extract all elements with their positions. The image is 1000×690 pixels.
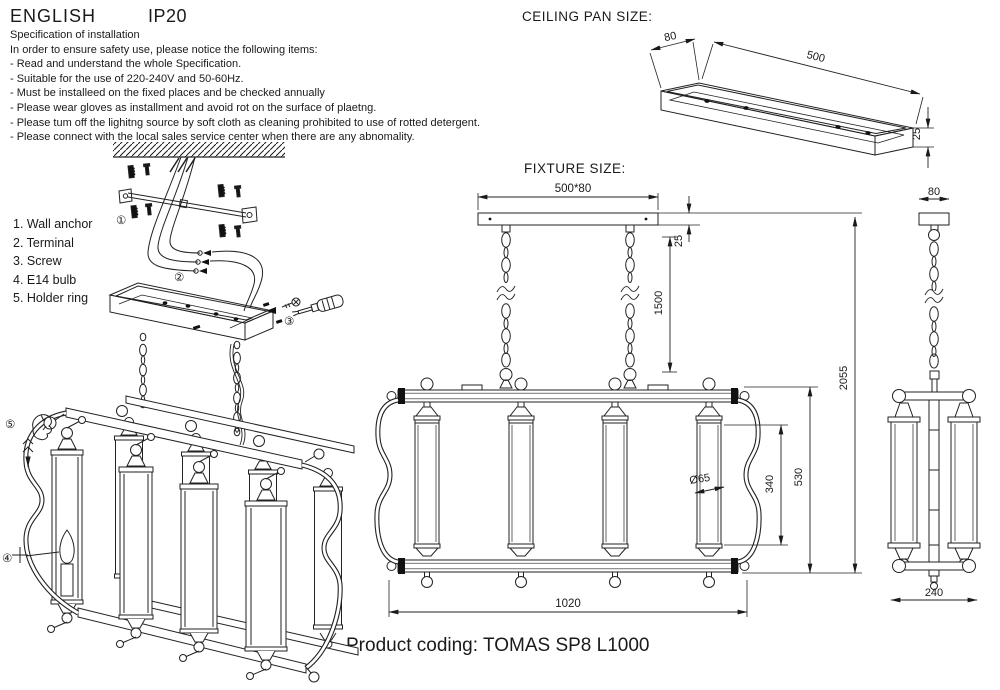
dim-shade-height: 340 <box>764 475 776 493</box>
screwdriver-icon <box>292 294 344 317</box>
parts-list: 1. Wall anchor 2. Terminal 3. Screw 4. E… <box>13 215 92 308</box>
specification-block: Specification of installation In order t… <box>10 28 570 145</box>
dim-plate-size: 500*80 <box>555 183 591 195</box>
suspension-chain-left <box>139 332 147 409</box>
dim-pan-height: 25 <box>911 128 923 140</box>
callout-screw: ③ <box>284 314 294 328</box>
spec-item: - Please wear gloves as installment and … <box>10 101 377 114</box>
ip-rating-label: IP20 <box>148 6 188 26</box>
ceiling-pan-title: CEILING PAN SIZE: <box>522 9 653 24</box>
e14-bulb-drawing <box>59 529 75 564</box>
front-bottom-rail <box>386 558 750 574</box>
suspension-chain-right <box>229 340 246 446</box>
twist-arrow-icon <box>22 438 34 468</box>
front-chain-left <box>496 232 516 389</box>
mains-wires <box>147 156 201 272</box>
front-chain-right <box>620 232 640 389</box>
fixture-size-title: FIXTURE SIZE: <box>524 161 626 176</box>
screw-icon <box>281 297 301 309</box>
callout-wall-anchor: ① <box>116 213 126 227</box>
mounting-bracket <box>118 188 258 224</box>
dim-side-width: 80 <box>928 186 940 198</box>
spec-item: - Read and understand the whole Specific… <box>10 58 242 71</box>
front-view-dimensions: 500*80 25 1500 2055 530 340 <box>388 183 862 617</box>
product-coding: Product coding: TOMAS SP8 L1000 <box>346 635 650 656</box>
insertion-arrow <box>266 307 276 314</box>
part-item-e14-bulb: 4. E14 bulb <box>13 272 77 287</box>
callout-holder-ring: ⑤ <box>5 417 15 431</box>
side-chain <box>924 241 944 369</box>
front-top-rail <box>386 384 750 404</box>
exploded-installation-view: ① ② ③ <box>108 142 344 446</box>
dim-pan-length: 500 <box>805 49 826 65</box>
side-bracket-left <box>23 410 80 616</box>
callout-terminal: ② <box>174 270 184 284</box>
dim-chain-length: 1500 <box>653 291 665 315</box>
ceiling-pan-drawing: 80 500 25 <box>649 30 934 168</box>
front-shade-columns <box>413 377 723 588</box>
fixture-side-view: 80 <box>887 186 981 603</box>
callout-e14-bulb-leader <box>12 547 60 563</box>
front-shades <box>47 416 288 680</box>
spec-intro: In order to ensure safety use, please no… <box>10 43 318 56</box>
side-bracket-right <box>301 448 343 683</box>
spec-item: - Suitable for the use of 220-240V and 5… <box>10 72 244 85</box>
dim-side-depth: 240 <box>925 587 943 599</box>
dim-body-height: 530 <box>793 468 805 486</box>
language-label: ENGLISH <box>10 6 97 26</box>
part-item-screw: 3. Screw <box>13 254 62 269</box>
dim-overall-height: 2055 <box>838 366 850 390</box>
terminal-connectors <box>193 250 264 312</box>
front-bracket-right <box>737 397 762 565</box>
hand-icon <box>32 414 52 441</box>
spec-item: - Must be installeed on the fixed places… <box>10 87 325 100</box>
spec-title: Specification of installation <box>10 29 140 41</box>
part-item-holder-ring: 5. Holder ring <box>13 291 89 306</box>
dim-plate-height: 25 <box>673 235 685 247</box>
perspective-chandelier: ④ ⑤ <box>2 395 359 683</box>
ceiling-hatch <box>113 142 285 173</box>
spec-item: - Please connect with the local sales se… <box>10 131 415 144</box>
dim-body-width: 1020 <box>555 598 581 610</box>
callout-e14-bulb: ④ <box>2 551 12 565</box>
part-item-terminal: 2. Terminal <box>13 235 74 250</box>
spec-item: - Please tum off the lighitng source by … <box>10 116 481 129</box>
dim-shade-diameter: Ø65 <box>689 472 711 487</box>
dim-pan-width: 80 <box>663 30 677 44</box>
front-bracket-left <box>374 397 399 565</box>
fixture-front-view: 500*80 25 1500 2055 530 340 <box>374 183 862 617</box>
part-item-wall-anchor: 1. Wall anchor <box>13 217 93 231</box>
canopy-box <box>108 282 283 341</box>
